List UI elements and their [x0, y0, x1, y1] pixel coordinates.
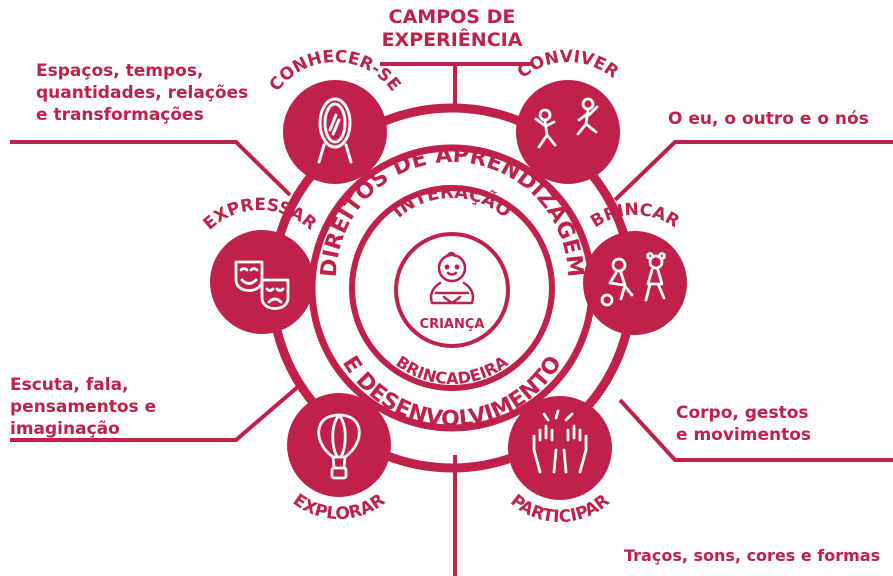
- node-brincar: [583, 231, 687, 335]
- theater-masks-icon: [234, 260, 290, 310]
- field-top-left-line: e transformações: [36, 105, 204, 125]
- connector-top-left: [10, 140, 292, 197]
- field-bottom-left: Escuta, fala, pensamentos e imaginação: [10, 374, 156, 440]
- field-bottom: Traços, sons, cores e formas: [624, 545, 880, 567]
- node-expressar: [210, 230, 314, 334]
- field-bottom-right: Corpo, gestos e movimentos: [676, 402, 811, 446]
- field-bottom-right-line: e movimentos: [676, 425, 812, 445]
- node-conviver: [516, 80, 620, 184]
- raised-hands-icon: [532, 409, 588, 474]
- hot-air-balloon-icon: [317, 413, 361, 480]
- node-explorar: [287, 393, 391, 497]
- connector-lines: [10, 62, 893, 576]
- field-bottom-right-line: Corpo, gestos: [676, 403, 809, 423]
- center-label: CRIANÇA: [420, 317, 485, 332]
- label-brincar: BRINCAR: [587, 200, 682, 232]
- field-bottom-left-line: imaginação: [10, 419, 120, 439]
- node-participar: [508, 396, 612, 500]
- dancing-people-icon: [534, 97, 599, 149]
- node-conhecer-se: [283, 80, 387, 184]
- mirror-icon: [317, 97, 353, 164]
- field-top-left: Espaços, tempos, quantidades, relações e…: [36, 60, 248, 126]
- field-top-right: O eu, o outro e o nós: [668, 108, 869, 130]
- baby-icon: [429, 251, 475, 305]
- field-top-left-line: quantidades, relações: [36, 83, 249, 103]
- connector-top-right: [613, 140, 893, 202]
- center-circle: [394, 232, 510, 348]
- field-top-left-line: Espaços, tempos,: [36, 61, 204, 81]
- connector-bottom-left: [10, 383, 302, 442]
- connector-bottom-right: [618, 398, 893, 462]
- field-bottom-left-line: Escuta, fala,: [10, 375, 129, 395]
- field-bottom-line: Traços, sons, cores e formas: [624, 546, 881, 565]
- label-expressar: EXPRESSAR: [200, 195, 321, 234]
- children-playing-icon: [600, 252, 666, 307]
- field-bottom-left-line: pensamentos e: [10, 397, 157, 417]
- label-conviver: CONVIVER: [514, 47, 622, 83]
- field-top-right-line: O eu, o outro e o nós: [668, 109, 869, 129]
- diagram-title: CAMPOS DE EXPERIÊNCIA: [362, 6, 542, 52]
- title-line-1: CAMPOS DE: [388, 6, 516, 28]
- title-line-2: EXPERIÊNCIA: [381, 29, 523, 51]
